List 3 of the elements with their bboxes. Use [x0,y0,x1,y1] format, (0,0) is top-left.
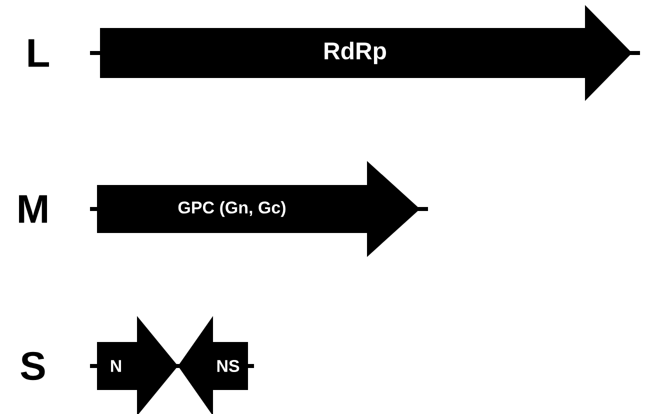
segment-label: S [20,352,45,380]
segment-label: M [19,195,47,223]
segment-label: L [28,39,49,67]
